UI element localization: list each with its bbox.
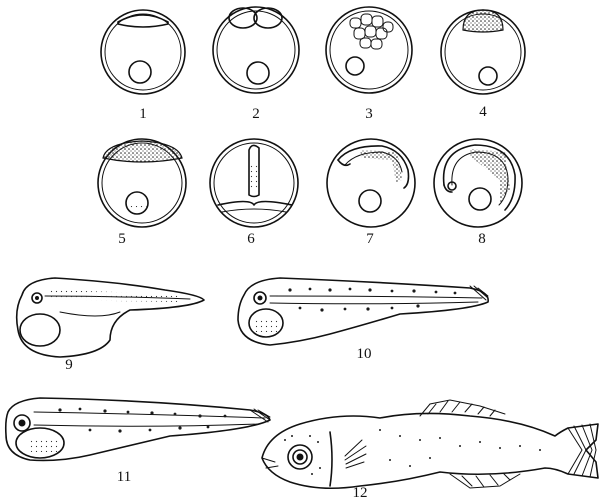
stage-3-egg [325, 6, 413, 94]
stage-3-label: 3 [365, 106, 373, 122]
stage-10-larva [237, 277, 489, 346]
stage-10-label: 10 [357, 346, 372, 362]
stage-11-label: 11 [117, 469, 131, 485]
stage-4-label: 4 [479, 104, 487, 120]
stage-1-label: 1 [139, 106, 147, 122]
stage-5-label: 5 [118, 231, 126, 247]
stage-7-label: 7 [366, 231, 374, 247]
stage-7-egg [326, 138, 416, 228]
stage-5-egg [97, 138, 187, 228]
stage-8-egg [433, 138, 523, 228]
stage-9-larva [15, 277, 205, 358]
stage-2-label: 2 [252, 106, 260, 122]
stage-11-larva [4, 397, 271, 462]
stage-2-egg [212, 6, 300, 94]
stage-8-label: 8 [478, 231, 486, 247]
stage-4-egg [440, 9, 526, 95]
stage-6-label: 6 [247, 231, 255, 247]
stage-12-juvenile-fish [261, 399, 599, 490]
stage-1-egg [100, 9, 186, 95]
stage-6-egg [209, 138, 299, 228]
stage-9-label: 9 [65, 357, 73, 373]
stage-12-label: 12 [353, 485, 368, 500]
